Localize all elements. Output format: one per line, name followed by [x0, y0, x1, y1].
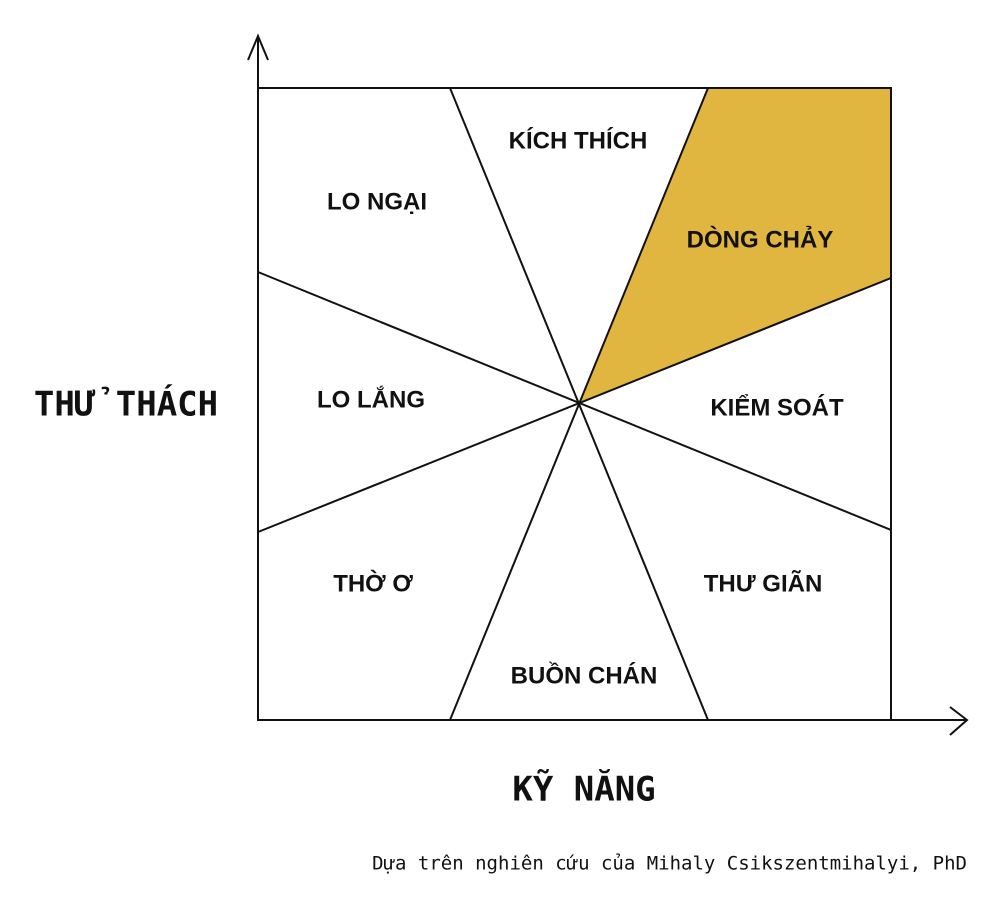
- source-caption: Dựa trên nghiên cứu của Mihaly Csikszent…: [372, 853, 967, 875]
- zone-label-apathy: THỜ Ơ: [333, 569, 413, 597]
- x-axis-arrow-icon: [949, 706, 969, 736]
- y-axis-label: THỬ THÁCH: [34, 384, 218, 425]
- zone-label-anxiety: LO NGẠI: [327, 188, 427, 215]
- divider-line: [257, 271, 892, 531]
- divider-line: [257, 277, 892, 533]
- zone-label-worry: LO LẮNG: [317, 385, 425, 413]
- zone-label-flow: DÒNG CHẢY: [687, 224, 834, 253]
- zone-label-arousal: KÍCH THÍCH: [509, 126, 648, 154]
- y-axis-arrow-icon: [247, 33, 269, 61]
- zone-label-relaxation: THƯ GIÃN: [704, 569, 823, 597]
- zone-label-boredom: BUỒN CHÁN: [511, 661, 658, 689]
- x-axis-label: KỸ NĂNG: [512, 769, 655, 810]
- flow-zone-fill: [580, 88, 891, 403]
- zone-label-control: KIỂM SOÁT: [710, 393, 844, 421]
